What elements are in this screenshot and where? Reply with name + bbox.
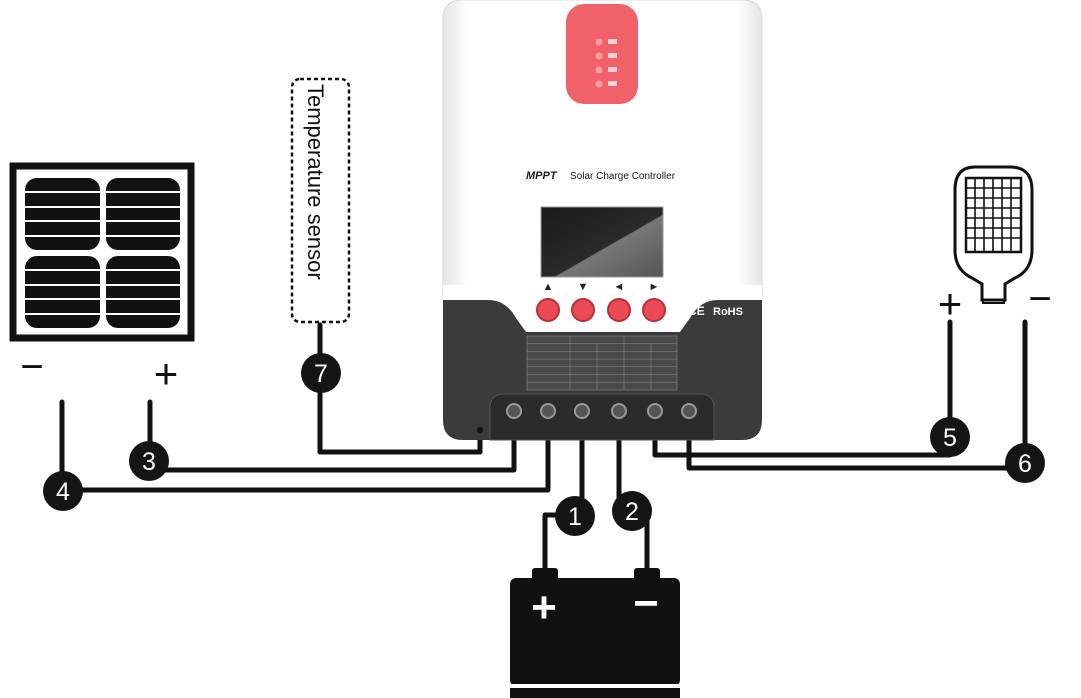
callout-5: 5 bbox=[930, 417, 970, 457]
ce-mark: CE bbox=[688, 304, 705, 318]
arrow-left-icon: ◄ bbox=[614, 281, 625, 293]
lcd-screen bbox=[540, 206, 664, 278]
svg-text:2: 2 bbox=[625, 498, 639, 526]
terminal-sensor bbox=[477, 427, 483, 433]
svg-text:5: 5 bbox=[943, 424, 957, 452]
controller-brand: MPPT bbox=[526, 170, 558, 182]
button-arrows: ▲ ▼ ◄ ► bbox=[543, 281, 660, 293]
status-led bbox=[595, 52, 603, 60]
spec-label bbox=[526, 335, 678, 391]
terminals bbox=[477, 403, 697, 433]
status-leds bbox=[595, 38, 617, 88]
arrow-right-icon: ► bbox=[649, 281, 660, 293]
terminal-panel-minus bbox=[540, 403, 556, 419]
callout-6: 6 bbox=[1005, 443, 1045, 483]
callout-3: 3 bbox=[129, 441, 169, 481]
battery-icon bbox=[510, 568, 680, 698]
charge-controller: MPPT Solar Charge Controller ▲ ▼ ◄ ► CE … bbox=[442, 0, 763, 441]
svg-text:3: 3 bbox=[142, 448, 156, 476]
arrow-up-icon: ▲ bbox=[543, 281, 554, 293]
terminal-load-minus bbox=[681, 403, 697, 419]
terminal-battery-plus bbox=[574, 403, 590, 419]
status-led bbox=[595, 66, 603, 74]
svg-text:1: 1 bbox=[568, 503, 582, 531]
status-led bbox=[595, 38, 603, 46]
controller-buttons bbox=[536, 298, 666, 322]
callouts: 1 2 3 4 5 6 7 bbox=[43, 353, 1045, 536]
battery-minus-label: − bbox=[633, 579, 659, 628]
wire-panel-minus bbox=[59, 399, 551, 493]
temperature-sensor-icon: Temperature sensor bbox=[290, 77, 351, 324]
button-down[interactable] bbox=[571, 298, 595, 322]
terminal-bay bbox=[489, 393, 715, 441]
lamp-minus-label: − bbox=[1028, 277, 1051, 321]
terminal-battery-minus bbox=[611, 403, 627, 419]
callout-7: 7 bbox=[301, 353, 341, 393]
status-led-panel bbox=[566, 4, 638, 104]
battery-plus-label: + bbox=[531, 583, 557, 632]
button-left[interactable] bbox=[607, 298, 631, 322]
terminal-panel-plus bbox=[506, 403, 522, 419]
svg-text:4: 4 bbox=[56, 478, 70, 506]
callout-2: 2 bbox=[612, 491, 652, 531]
svg-text:6: 6 bbox=[1018, 450, 1032, 478]
svg-text:7: 7 bbox=[314, 360, 328, 388]
rohs-mark: RoHS bbox=[713, 306, 743, 318]
terminal-load-plus bbox=[647, 403, 663, 419]
sensor-label: Temperature sensor bbox=[303, 84, 328, 280]
panel-minus-label: − bbox=[20, 345, 43, 389]
status-led bbox=[595, 80, 603, 88]
lamp-plus-label: + bbox=[938, 280, 963, 327]
solar-panel-icon bbox=[9, 162, 195, 342]
callout-4: 4 bbox=[43, 471, 83, 511]
controller-title: Solar Charge Controller bbox=[570, 171, 676, 182]
led-lamp-icon bbox=[953, 165, 1034, 304]
panel-plus-label: + bbox=[154, 350, 179, 397]
callout-1: 1 bbox=[555, 496, 595, 536]
button-up[interactable] bbox=[536, 298, 560, 322]
button-right[interactable] bbox=[642, 298, 666, 322]
arrow-down-icon: ▼ bbox=[578, 281, 589, 293]
